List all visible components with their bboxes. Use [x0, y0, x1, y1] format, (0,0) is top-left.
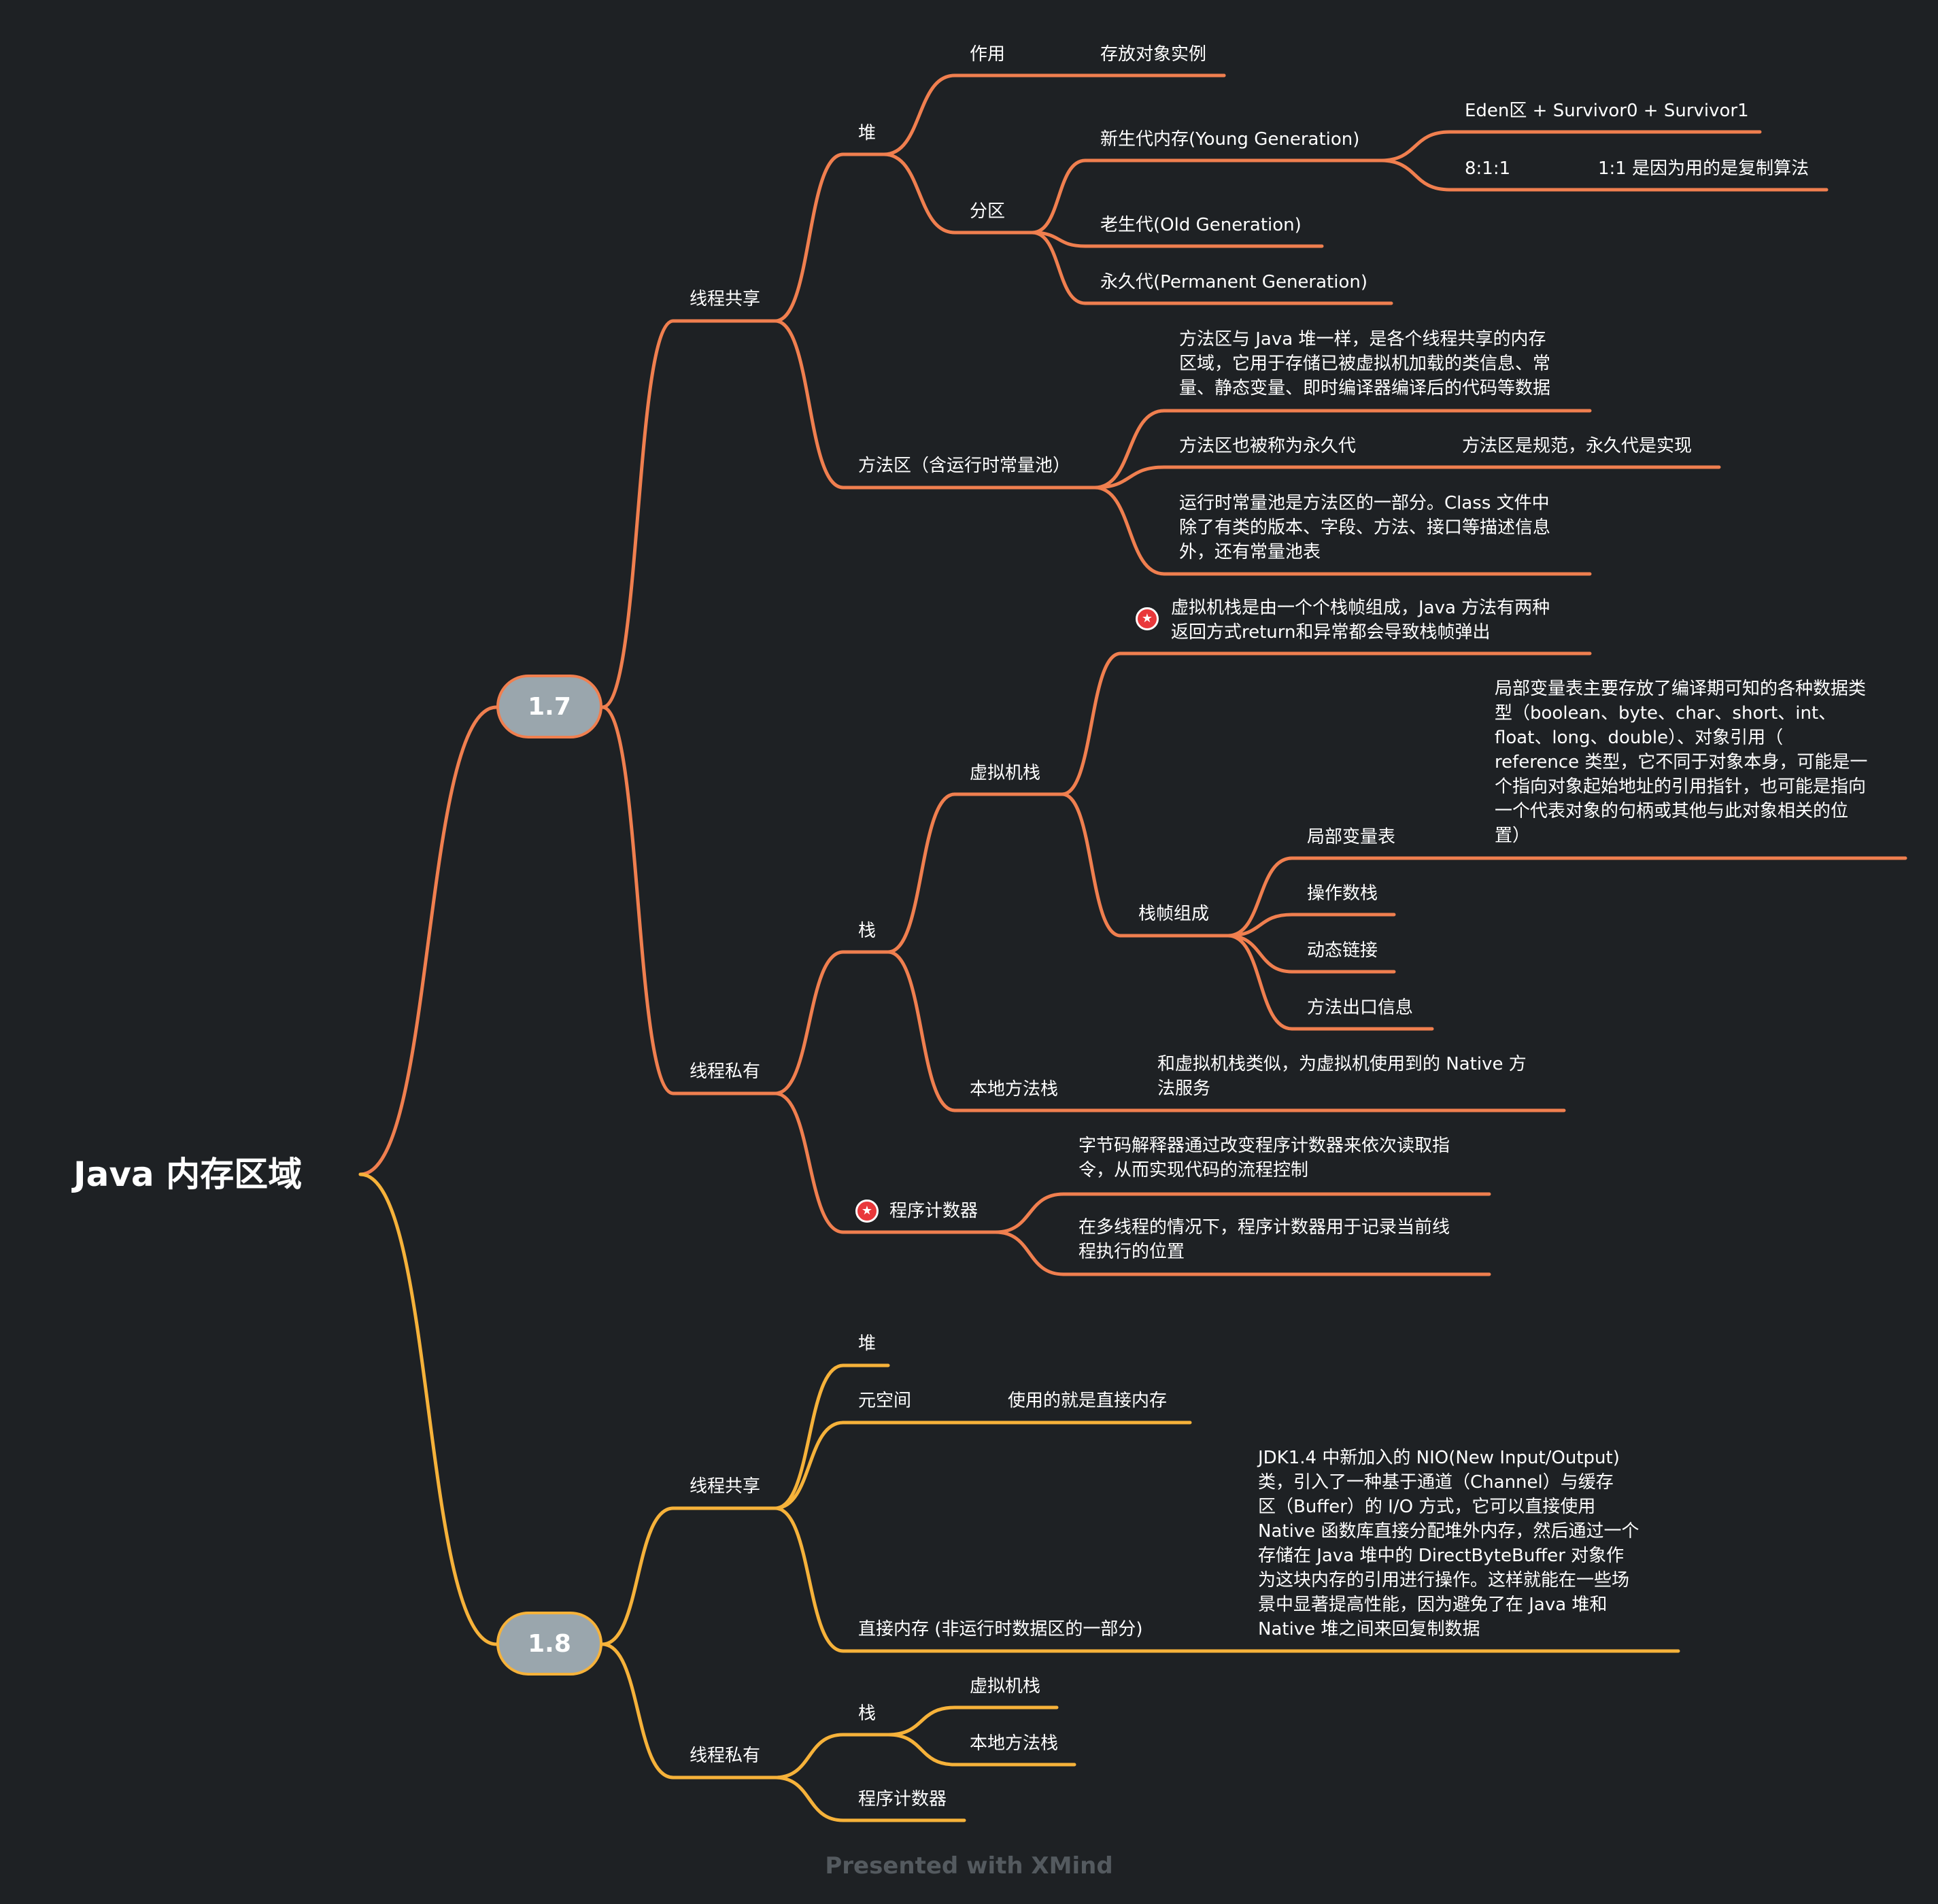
connector-curve [993, 1192, 1066, 1234]
topic-17-runtime-pool[interactable]: 运行时常量池是方法区的一部分。Class 文件中 除了有类的版本、字段、方法、接… [1179, 493, 1551, 562]
version-node-1-8[interactable]: 1.8 [496, 1612, 602, 1676]
topic-18-shared[interactable]: 线程共享 [690, 1476, 761, 1497]
topic-17-vm-stack[interactable]: 虚拟机栈 [970, 763, 1041, 783]
topic-17-ratio[interactable]: 8:1:1 [1465, 158, 1511, 179]
connector-curve [1378, 130, 1452, 163]
topic-17-heap-role[interactable]: 作用 [970, 44, 1006, 65]
topic-18-metaspace-note[interactable]: 使用的就是直接内存 [1008, 1391, 1168, 1411]
topic-17-young-gen[interactable]: 新生代内存(Young Generation) [1100, 129, 1360, 150]
connector-curve [886, 1733, 957, 1767]
connector-curve [773, 1421, 845, 1510]
topic-17-heap[interactable]: 堆 [858, 123, 877, 143]
topic-17-pc[interactable]: 程序计数器 [889, 1201, 979, 1221]
connector-curve [773, 1363, 845, 1510]
connector-curve [1093, 486, 1166, 576]
connector-curve [773, 319, 845, 490]
topic-17-method-exit[interactable]: 方法出口信息 [1307, 998, 1414, 1018]
topic-18-native-stack[interactable]: 本地方法栈 [970, 1733, 1059, 1754]
topic-18-vm-stack[interactable]: 虚拟机栈 [970, 1676, 1041, 1697]
connector-curve [1060, 651, 1123, 796]
version-node-1-7[interactable]: 1.7 [496, 675, 602, 738]
connector-curve [773, 1091, 845, 1234]
connector-curve [1226, 856, 1294, 938]
connector-curve [1093, 465, 1166, 490]
topic-18-pc[interactable]: 程序计数器 [858, 1789, 947, 1809]
topic-17-method-area[interactable]: 方法区（含运行时常量池） [858, 456, 1071, 476]
topic-17-vm-stack-note[interactable]: 虚拟机栈是由一个个栈帧组成，Java 方法有两种 返回方式return和异常都会… [1171, 598, 1550, 643]
root-topic[interactable]: Java 内存区域 [73, 1155, 303, 1194]
topic-17-method-area-alias-note[interactable]: 方法区是规范，永久代是实现 [1462, 436, 1693, 456]
version-label-1-8: 1.8 [528, 1629, 571, 1658]
connector-curve [1378, 158, 1452, 192]
topic-17-private[interactable]: 线程私有 [690, 1061, 761, 1082]
topic-17-method-area-desc[interactable]: 方法区与 Java 堆一样，是各个线程共享的内存 区域，它用于存储已被虚拟机加载… [1179, 329, 1551, 398]
topic-17-ratio-note[interactable]: 1:1 是因为用的是复制算法 [1598, 158, 1809, 179]
connector-curve [773, 152, 845, 323]
connector-curve [600, 319, 675, 709]
star-icon: ★ [855, 1200, 879, 1223]
topic-17-dynamic-link[interactable]: 动态链接 [1307, 940, 1378, 961]
connector-curve [886, 792, 957, 954]
connector-curve [773, 1733, 845, 1780]
connector-curve [600, 1506, 675, 1646]
topic-17-shared[interactable]: 线程共享 [690, 289, 761, 309]
connector-curve [773, 950, 845, 1095]
connector-curve [993, 1230, 1066, 1276]
connector-curve [886, 1705, 957, 1737]
topic-17-native-stack[interactable]: 本地方法栈 [970, 1079, 1059, 1100]
topic-17-old-gen[interactable]: 老生代(Old Generation) [1100, 215, 1302, 235]
topic-18-private[interactable]: 线程私有 [690, 1746, 761, 1766]
topic-17-method-area-alias[interactable]: 方法区也被称为永久代 [1179, 436, 1357, 456]
topic-17-heap-role-value[interactable]: 存放对象实例 [1100, 44, 1207, 65]
connector-curve [773, 1775, 845, 1822]
topic-18-heap[interactable]: 堆 [858, 1333, 877, 1354]
connector-curve [882, 73, 957, 156]
connector-curve [1030, 231, 1087, 305]
connector-curve [882, 152, 957, 235]
topic-17-pc-note-2[interactable]: 在多线程的情况下，程序计数器用于记录当前线 程执行的位置 [1078, 1217, 1450, 1262]
connector-curve [1060, 792, 1123, 938]
connector-curve [358, 705, 498, 1176]
presented-with-xmind: Presented with XMind [825, 1852, 1113, 1880]
connector-curve [886, 950, 957, 1112]
topic-18-stack[interactable]: 栈 [858, 1703, 877, 1724]
topic-17-partition[interactable]: 分区 [970, 201, 1006, 222]
topic-17-stack[interactable]: 栈 [858, 921, 877, 941]
topic-17-locals-note[interactable]: 局部变量表主要存放了编译期可知的各种数据类 型（boolean、byte、cha… [1495, 679, 1868, 846]
topic-17-frame[interactable]: 栈帧组成 [1138, 904, 1210, 924]
connector-curve [773, 1506, 845, 1653]
topic-17-pc-note-1[interactable]: 字节码解释器通过改变程序计数器来依次读取指 令，从而实现代码的流程控制 [1078, 1136, 1450, 1180]
topic-17-locals[interactable]: 局部变量表 [1307, 827, 1396, 847]
connector-curve [600, 1642, 675, 1780]
topic-18-direct-memory[interactable]: 直接内存 (非运行时数据区的一部分) [858, 1619, 1143, 1639]
topic-17-eden[interactable]: Eden区 + Survivor0 + Survivor1 [1465, 101, 1749, 121]
star-icon: ★ [1136, 607, 1159, 630]
version-label-1-7: 1.7 [528, 692, 571, 721]
connector-curve [1226, 913, 1294, 938]
topic-18-direct-memory-note[interactable]: JDK1.4 中新加入的 NIO(New Input/Output) 类，引入了… [1258, 1448, 1639, 1639]
connector-curve [1226, 934, 1294, 1031]
connector-curve [1093, 409, 1166, 490]
topic-18-metaspace[interactable]: 元空间 [858, 1391, 912, 1411]
connector-curve [358, 1172, 498, 1646]
topic-17-operand-stack[interactable]: 操作数栈 [1307, 883, 1378, 904]
connector-curve [1030, 158, 1087, 235]
topic-17-native-stack-note[interactable]: 和虚拟机栈类似，为虚拟机使用到的 Native 方 法服务 [1157, 1054, 1527, 1099]
connector-curve [1226, 934, 1294, 974]
connector-curve [600, 705, 675, 1095]
topic-17-perm-gen[interactable]: 永久代(Permanent Generation) [1100, 272, 1367, 292]
